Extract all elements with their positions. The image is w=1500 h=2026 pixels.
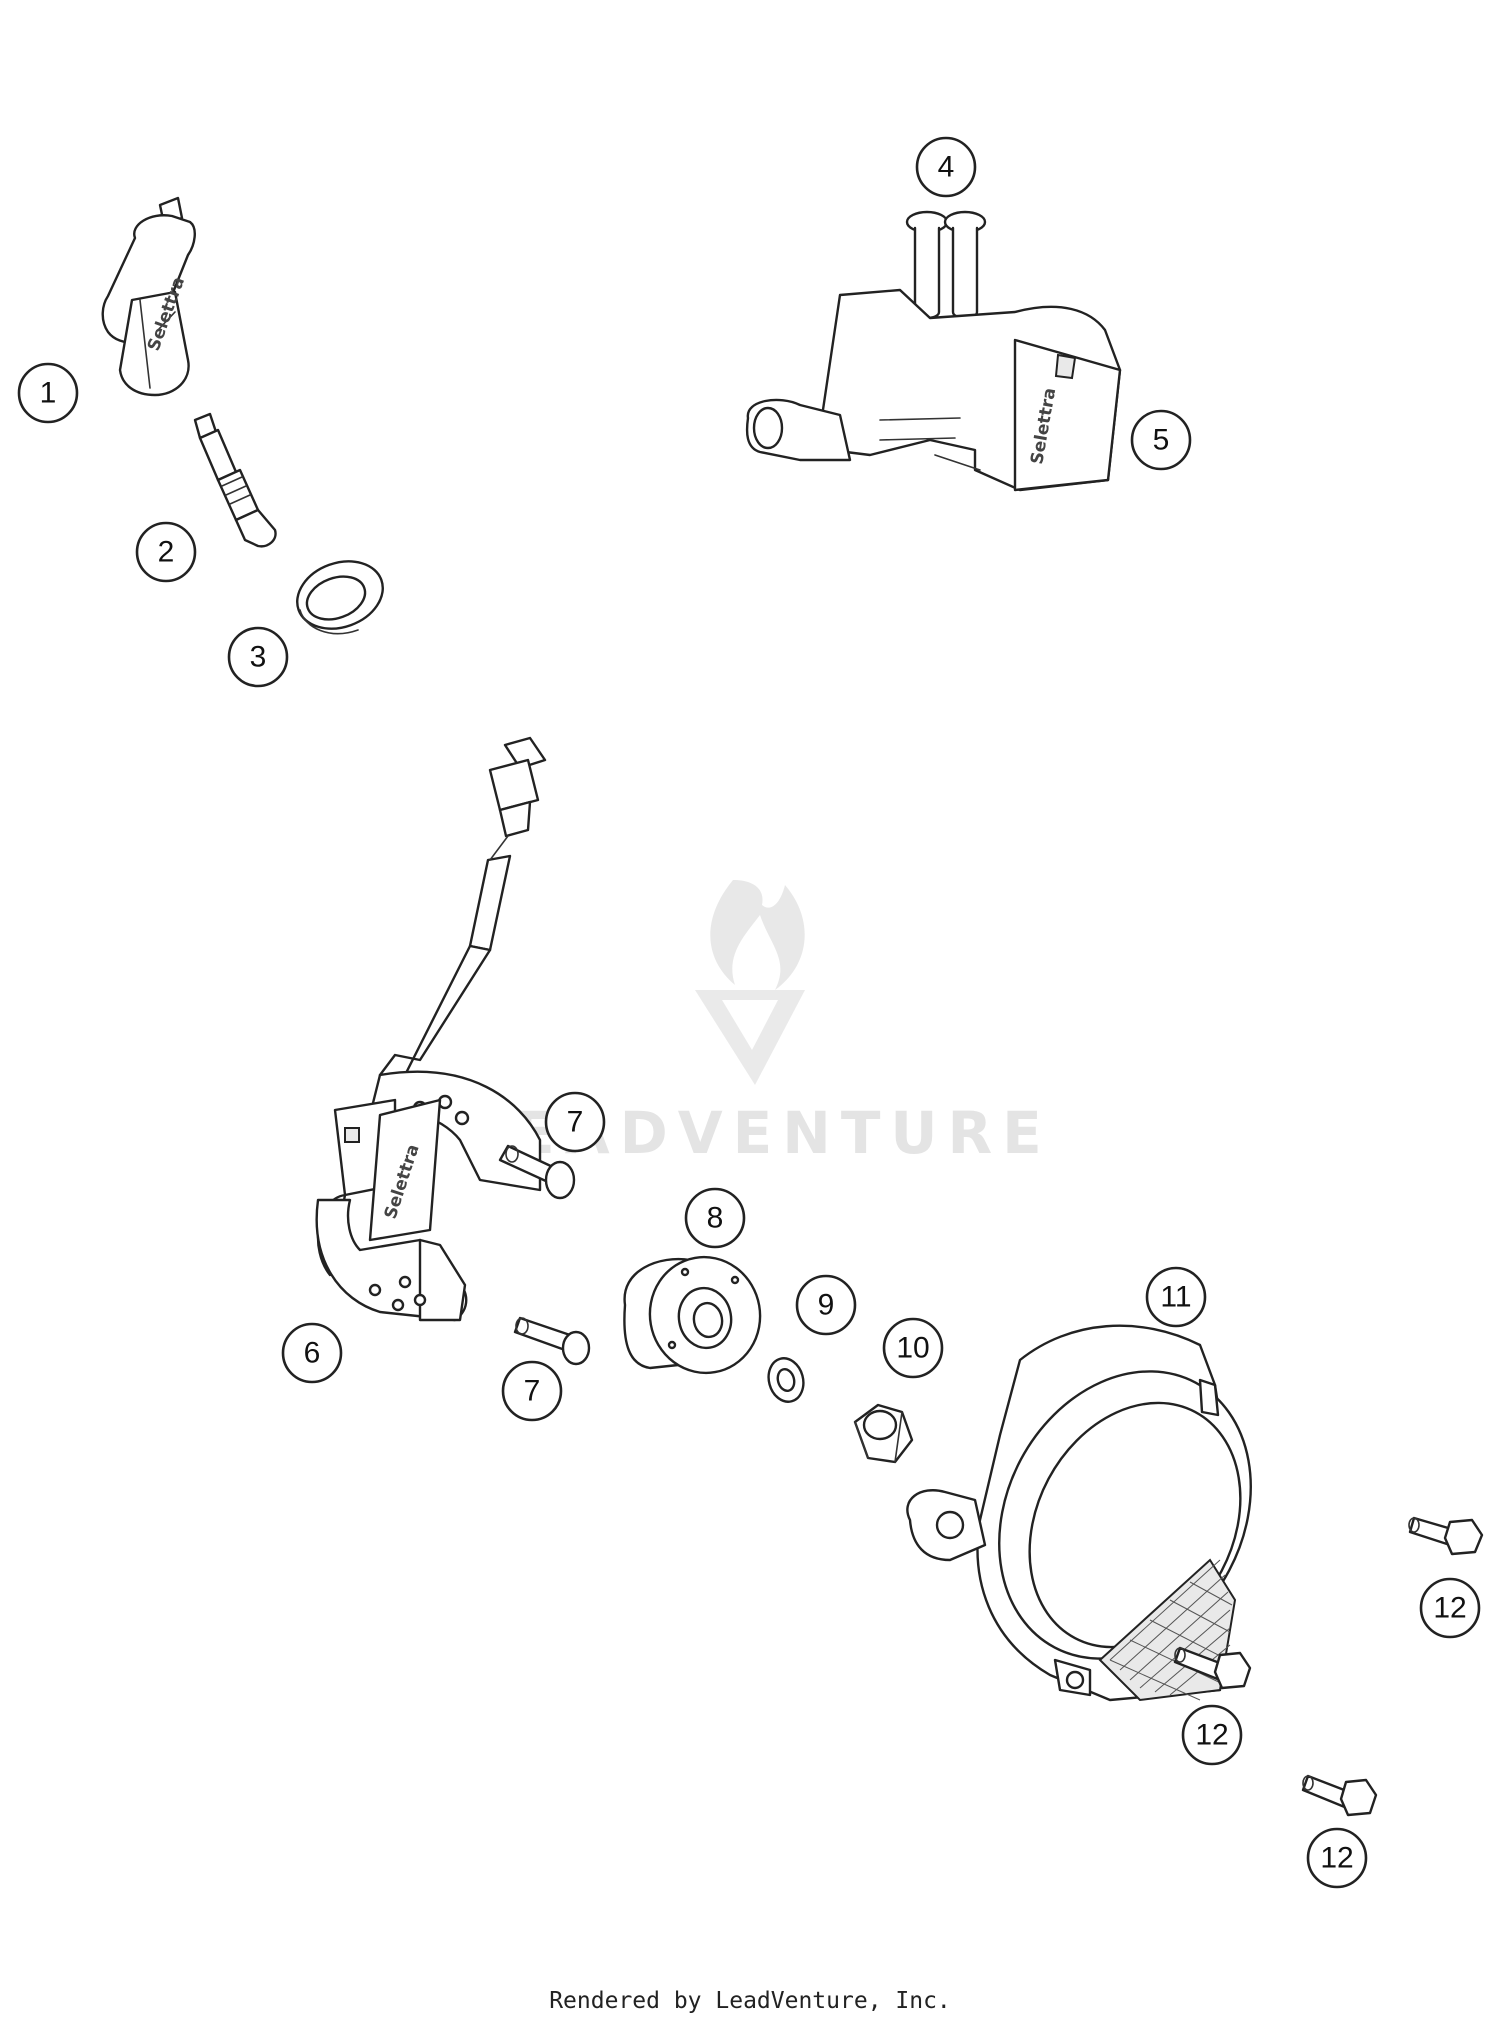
stator-screw-lower	[513, 1316, 591, 1366]
callout-9: 9	[795, 1274, 857, 1336]
callout-11: 11	[1145, 1266, 1207, 1328]
callout-8: 8	[684, 1187, 746, 1249]
watermark-logo	[695, 880, 805, 1085]
svg-text:10: 10	[896, 1332, 929, 1365]
svg-text:12: 12	[1320, 1842, 1353, 1875]
washer	[767, 1357, 805, 1403]
svg-text:6: 6	[304, 1337, 321, 1370]
svg-text:12: 12	[1433, 1592, 1466, 1625]
ignition-cover	[906, 1324, 1252, 1702]
rotor-nut	[853, 1403, 914, 1464]
cover-screw-right	[1408, 1516, 1484, 1556]
callout-5: 5	[1130, 409, 1192, 471]
callout-10: 10	[882, 1317, 944, 1379]
callout-7-lower: 7	[501, 1360, 563, 1422]
stator: Selettra	[315, 736, 547, 1322]
callout-12-lower: 12	[1306, 1827, 1368, 1889]
rotor	[623, 1255, 762, 1375]
svg-text:12: 12	[1195, 1719, 1228, 1752]
svg-text:4: 4	[938, 151, 955, 184]
sealing-ring	[296, 560, 384, 635]
callout-6: 6	[281, 1322, 343, 1384]
callout-2: 2	[135, 521, 197, 583]
callout-1: 1	[17, 362, 79, 424]
svg-text:8: 8	[707, 1202, 724, 1235]
callout-4: 4	[915, 136, 977, 198]
svg-text:3: 3	[250, 641, 267, 674]
svg-text:5: 5	[1153, 424, 1170, 457]
coil-screws	[905, 210, 987, 320]
callout-12-right: 12	[1419, 1577, 1481, 1639]
spark-plug	[193, 412, 277, 548]
svg-text:1: 1	[40, 377, 57, 410]
svg-text:2: 2	[158, 536, 175, 569]
cover-screw-lower	[1301, 1774, 1378, 1817]
svg-text:7: 7	[524, 1375, 541, 1408]
ignition-coil: Selettra	[745, 288, 1122, 492]
callout-7-upper: 7	[544, 1091, 606, 1153]
footer-credit: Rendered by LeadVenture, Inc.	[549, 1988, 951, 2014]
svg-text:7: 7	[567, 1106, 584, 1139]
cover-screw-middle	[1173, 1646, 1252, 1690]
svg-text:11: 11	[1160, 1281, 1191, 1314]
svg-text:9: 9	[818, 1289, 835, 1322]
spark-plug-cap: Selettra	[101, 196, 196, 397]
callout-3: 3	[227, 626, 289, 688]
stator-screw-upper	[498, 1144, 576, 1200]
callout-12-middle: 12	[1181, 1704, 1243, 1766]
